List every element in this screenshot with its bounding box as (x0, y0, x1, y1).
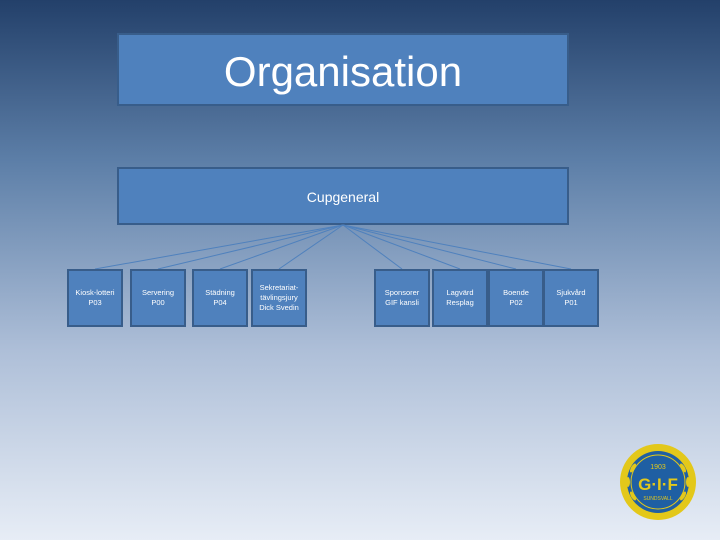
connector-line (94, 224, 344, 270)
node-sponsorer: Sponsorer GIF kansli (374, 269, 430, 327)
connector-line (219, 224, 344, 270)
node-line: P02 (509, 298, 523, 307)
connector-line (342, 224, 461, 270)
node-line: Resplag (446, 298, 474, 307)
node-line: Kiosk-lotteri (75, 287, 115, 297)
cupgeneral-label: Cupgeneral (306, 189, 380, 205)
cupgeneral-node: Cupgeneral (117, 167, 569, 225)
node-line: Dick Svedin (259, 303, 299, 313)
node-sekretariat: Sekretariat- tävlingsjury Dick Svedin (251, 269, 307, 327)
node-sjukvard: Sjukvård P01 (543, 269, 599, 327)
node-kiosk-lotteri: Kiosk-lotteri P03 (67, 269, 123, 327)
title-box: Organisation (117, 33, 569, 106)
node-line: P00 (151, 298, 165, 307)
node-line: GIF kansli (385, 298, 419, 307)
connector-line (157, 224, 344, 270)
node-line: Städning (205, 287, 235, 297)
node-line: Lagvärd (446, 287, 474, 297)
node-stadning: Städning P04 (192, 269, 248, 327)
logo-year: 1903 (650, 464, 666, 471)
logo-letters: G·I·F (638, 475, 678, 494)
node-line: P03 (88, 298, 102, 307)
node-boende: Boende P02 (488, 269, 544, 327)
logo-city: SUNDSVALL (643, 496, 673, 502)
gif-sundsvall-logo: 1903 G·I·F SUNDSVALL (620, 444, 696, 520)
connector-line (342, 224, 572, 270)
node-line: Boende (503, 287, 529, 297)
node-lagvard: Lagvärd Resplag (432, 269, 488, 327)
node-servering: Servering P00 (130, 269, 186, 327)
connector-line (342, 224, 403, 270)
node-line: tävlingsjury (260, 292, 298, 302)
page-title: Organisation (223, 47, 463, 95)
node-line: Servering (141, 287, 175, 297)
node-line: Sponsorer (384, 287, 420, 297)
node-line: Sekretariat- (259, 282, 299, 292)
node-line: P04 (213, 298, 227, 307)
connector-line (278, 224, 344, 270)
node-line: Sjukvård (556, 287, 586, 297)
node-line: P01 (564, 298, 578, 307)
connector-line (342, 224, 517, 270)
